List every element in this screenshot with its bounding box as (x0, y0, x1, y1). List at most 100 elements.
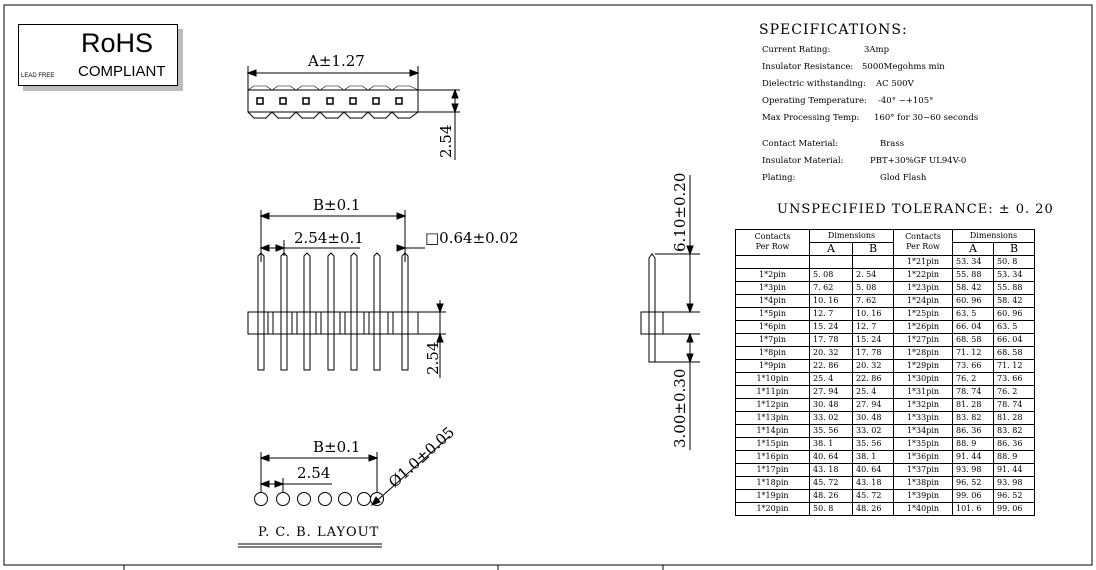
table-header-contacts: Contacts Per Row (893, 229, 953, 256)
spec-value: Brass (880, 139, 905, 149)
dim-b-cell: 43. 18 (852, 476, 894, 490)
dim-a-cell: 66. 04 (952, 320, 994, 334)
pin-count-cell: 1*20pin (735, 502, 810, 516)
dim-b-cell: 12. 7 (852, 320, 894, 334)
spec-value: 160° for 30~60 seconds (874, 113, 979, 123)
pin-count-cell: 1*30pin (893, 372, 953, 386)
spec-label: Max Processing Temp: (762, 113, 860, 123)
dim-a-cell: 17. 78 (809, 333, 853, 347)
col-a-header: A (809, 242, 853, 256)
dim-b-cell: 25. 4 (852, 385, 894, 399)
dim-b-cell: 78. 74 (993, 398, 1035, 412)
pin-count-cell: 1*16pin (735, 450, 810, 464)
dim-a-cell: 91. 44 (952, 450, 994, 464)
tolerance-note: UNSPECIFIED TOLERANCE: ± 0. 20 (777, 202, 1054, 217)
dim-a-cell: 55. 88 (952, 268, 994, 282)
dim-b-cell: 35. 56 (852, 437, 894, 451)
dim-b-cell: 48. 26 (852, 502, 894, 516)
dim-a-cell: 93. 98 (952, 463, 994, 477)
dim-a-cell: 68. 58 (952, 333, 994, 347)
contacts-label: Contacts (754, 232, 791, 241)
dim-b-cell: 27. 94 (852, 398, 894, 412)
dim-b-cell: 40. 64 (852, 463, 894, 477)
dim-a-cell: 22. 86 (809, 359, 853, 373)
dim-a-cell: 7. 62 (809, 281, 853, 295)
dim-b-cell: 50. 8 (993, 255, 1035, 269)
dim-b-cell: 91. 44 (993, 463, 1035, 477)
dim-lower-pin: 3.00±0.30 (671, 368, 689, 448)
dim-a-cell: 12. 7 (809, 307, 853, 321)
spec-label: Insulator Resistance: (762, 62, 854, 72)
dim-b-cell: 86. 36 (993, 437, 1035, 451)
dim-a-cell: 40. 64 (809, 450, 853, 464)
rohs-subtitle: COMPLIANT (78, 63, 166, 80)
dim-a-cell: 63. 5 (952, 307, 994, 321)
dim-a-cell: 73. 66 (952, 359, 994, 373)
pin-count-cell: 1*21pin (893, 255, 953, 269)
dim-a-cell: 20. 32 (809, 346, 853, 360)
dim-b-cell: 53. 34 (993, 268, 1035, 282)
side-view (640, 175, 700, 450)
dim-b-tol: B±0.1 (313, 196, 361, 214)
spec-label: Contact Material: (762, 139, 839, 149)
dim-b-cell: 71. 12 (993, 359, 1035, 373)
dim-a-cell: 53. 34 (952, 255, 994, 269)
pin-count-cell: 1*17pin (735, 463, 810, 477)
dim-a-cell: 48. 26 (809, 489, 853, 503)
dim-a-cell: 71. 12 (952, 346, 994, 360)
pin-count-cell: 1*8pin (735, 346, 810, 360)
pin-count-cell: 1*4pin (735, 294, 810, 308)
dimensions-header: Dimensions (809, 229, 894, 243)
top-view (246, 66, 460, 160)
pin-count-cell: 1*22pin (893, 268, 953, 282)
spec-label: Operating Temperature: (762, 96, 867, 106)
pcb-layout-label: P. C. B. LAYOUT (258, 525, 380, 540)
dim-a-cell: 101. 6 (952, 502, 994, 516)
dim-a-cell: 15. 24 (809, 320, 853, 334)
pin-count-cell: 1*33pin (893, 411, 953, 425)
col-b-header: B (993, 242, 1035, 256)
front-view (247, 210, 446, 378)
dim-b-cell: 60. 96 (993, 307, 1035, 321)
spec-value: 3Amp (864, 45, 890, 55)
dimensions-header: Dimensions (952, 229, 1035, 243)
dim-b-tol-pcb: B±0.1 (313, 438, 361, 456)
dim-b-cell: 15. 24 (852, 333, 894, 347)
pin-count-cell: 1*31pin (893, 385, 953, 399)
spec-value: AC 500V (876, 79, 914, 89)
pin-count-cell: 1*40pin (893, 502, 953, 516)
pin-count-cell: 1*27pin (893, 333, 953, 347)
dim-b-cell: 96. 52 (993, 489, 1035, 503)
lead-free-label: LEAD FREE (21, 73, 55, 79)
per-row-label: Per Row (906, 242, 940, 251)
dim-a-cell: 81. 28 (952, 398, 994, 412)
dim-a-cell: 27. 94 (809, 385, 853, 399)
dim-b-cell: 20. 32 (852, 359, 894, 373)
dim-pitch-top: 2.54 (437, 124, 455, 158)
pin-count-cell: 1*39pin (893, 489, 953, 503)
dim-a-cell: 76. 2 (952, 372, 994, 386)
dim-b-cell: 38. 1 (852, 450, 894, 464)
spec-label: Current Rating: (762, 45, 831, 55)
dim-b-cell: 55. 88 (993, 281, 1035, 295)
dim-a-cell: 25. 4 (809, 372, 853, 386)
pin-count-cell: 1*10pin (735, 372, 810, 386)
dim-b-cell: 73. 66 (993, 372, 1035, 386)
table-header-contacts: Contacts Per Row (735, 229, 810, 256)
col-b-header: B (852, 242, 894, 256)
dim-b-cell: 33. 02 (852, 424, 894, 438)
dim-b-cell: 17. 78 (852, 346, 894, 360)
dim-b-cell: 99. 06 (993, 502, 1035, 516)
dim-upper-pin: 6.10±0.20 (671, 172, 689, 252)
pin-count-cell: 1*3pin (735, 281, 810, 295)
